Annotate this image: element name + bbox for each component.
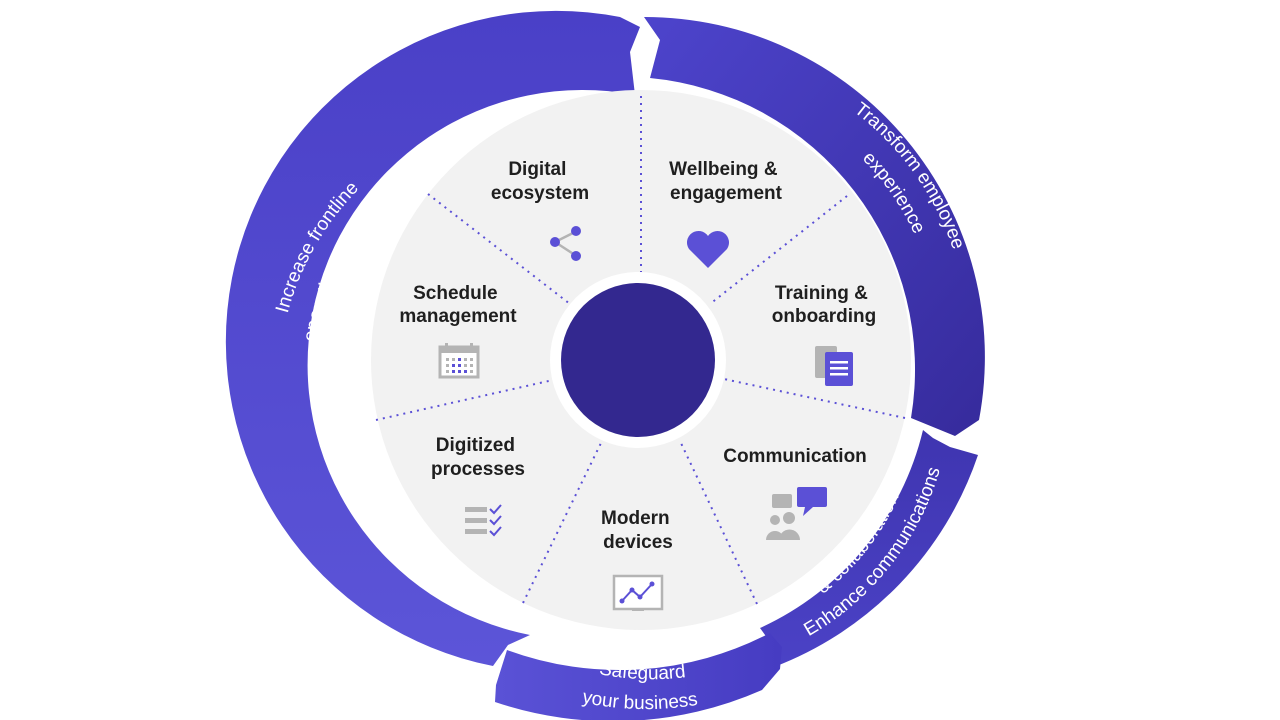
label-wellbeing: Wellbeing & engagement bbox=[669, 159, 783, 204]
outer-ring bbox=[225, 10, 985, 720]
ring-segment-bottom bbox=[495, 633, 782, 720]
center-hub bbox=[561, 283, 715, 437]
ring-segment-right bbox=[760, 430, 978, 667]
segment-dividers bbox=[375, 96, 906, 605]
share-nodes-icon bbox=[550, 226, 581, 261]
ring-label-bottom: Safeguard bbox=[598, 658, 687, 684]
segment-labels: Digital ecosystem Wellbeing & engagement… bbox=[399, 159, 876, 553]
chat-people-icon bbox=[766, 487, 827, 540]
label-digitized-processes: Digitized processes bbox=[431, 435, 525, 480]
label-schedule-management: Schedule management bbox=[399, 283, 517, 327]
ring-segment-top-right bbox=[644, 16, 985, 437]
label-digital-ecosystem: Digital ecosystem bbox=[491, 159, 589, 204]
calendar-icon bbox=[438, 343, 480, 379]
heart-icon bbox=[686, 230, 730, 268]
document-icon bbox=[815, 346, 853, 386]
checklist-icon bbox=[465, 504, 502, 537]
label-modern-devices: Modern devices bbox=[601, 508, 675, 553]
label-communication: Communication bbox=[723, 446, 867, 467]
monitor-chart-icon bbox=[612, 574, 664, 611]
label-training: Training & onboarding bbox=[772, 283, 876, 327]
ring-segment-left bbox=[225, 10, 641, 667]
